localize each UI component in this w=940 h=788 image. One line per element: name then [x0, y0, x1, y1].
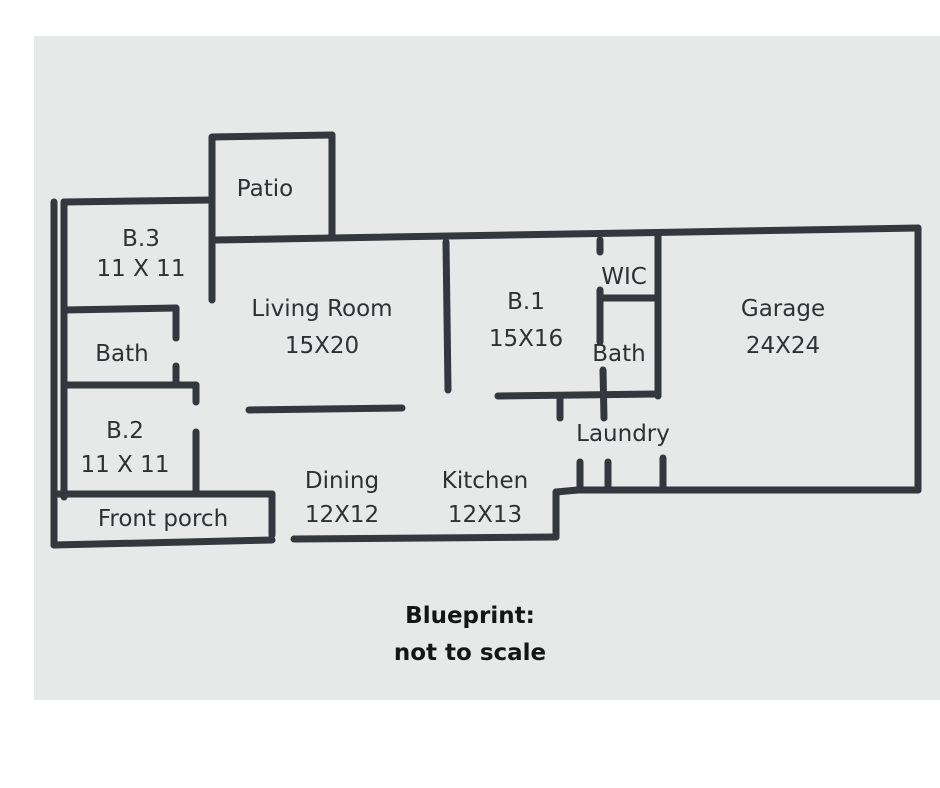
room-name: B.2 — [106, 418, 144, 444]
room-hall-bath: Bath — [95, 339, 148, 369]
room-size: 11 X 11 — [80, 452, 170, 478]
room-name: Dining — [304, 468, 380, 494]
wall-patio-top — [208, 131, 336, 141]
room-name: Bath — [592, 341, 646, 367]
wall-kitchen-notch — [552, 486, 582, 496]
room-name: Front porch — [97, 506, 229, 532]
room-name: B.3 — [122, 226, 160, 252]
room-b1: B.1 15X16 — [489, 287, 563, 354]
room-kitchen: Kitchen 12X13 — [442, 466, 528, 530]
living-room-divider — [245, 404, 406, 414]
room-master-bath: Bath — [592, 339, 645, 369]
room-size: 15X16 — [488, 326, 564, 352]
caption-line-1: Blueprint: — [405, 603, 535, 629]
room-patio: Patio — [237, 174, 293, 204]
wall-b1-bottom — [494, 390, 662, 400]
room-size: 12X13 — [447, 502, 523, 528]
room-laundry: Laundry — [576, 419, 670, 449]
wall-b3-top — [60, 196, 216, 206]
caption-line-2: not to scale — [393, 640, 547, 666]
room-name: B.1 — [507, 289, 545, 315]
room-dining: Dining 12X12 — [305, 466, 379, 530]
wall-bath-top — [60, 304, 180, 314]
wall-b1-left — [442, 238, 452, 394]
room-name: Laundry — [576, 421, 670, 447]
room-garage: Garage 24X24 — [741, 294, 825, 361]
room-b3: B.3 11 X 11 — [97, 224, 186, 284]
room-b2: B.2 11 X 11 — [81, 416, 170, 480]
wall-main-bottom — [50, 536, 276, 549]
room-size: 11 X 11 — [96, 256, 186, 282]
room-name: Kitchen — [441, 468, 529, 494]
room-name: Living Room — [251, 296, 393, 322]
wall-dining-bottom — [290, 533, 560, 543]
blueprint-caption: Blueprint: not to scale — [394, 598, 546, 672]
wall-main-top — [211, 224, 922, 244]
paper-sheet — [34, 36, 940, 700]
room-living: Living Room 15X20 — [251, 294, 392, 361]
room-size: 24X24 — [745, 333, 821, 359]
room-name: WIC — [601, 264, 647, 290]
room-name: Patio — [236, 176, 294, 202]
room-size: 12X12 — [304, 502, 380, 528]
room-name: Garage — [740, 296, 826, 322]
room-name: Bath — [95, 341, 149, 367]
wall-bath-left-lower — [599, 366, 608, 422]
room-front-porch: Front porch — [98, 504, 228, 534]
room-size: 15X20 — [284, 333, 360, 359]
room-wic: WIC — [601, 262, 647, 292]
